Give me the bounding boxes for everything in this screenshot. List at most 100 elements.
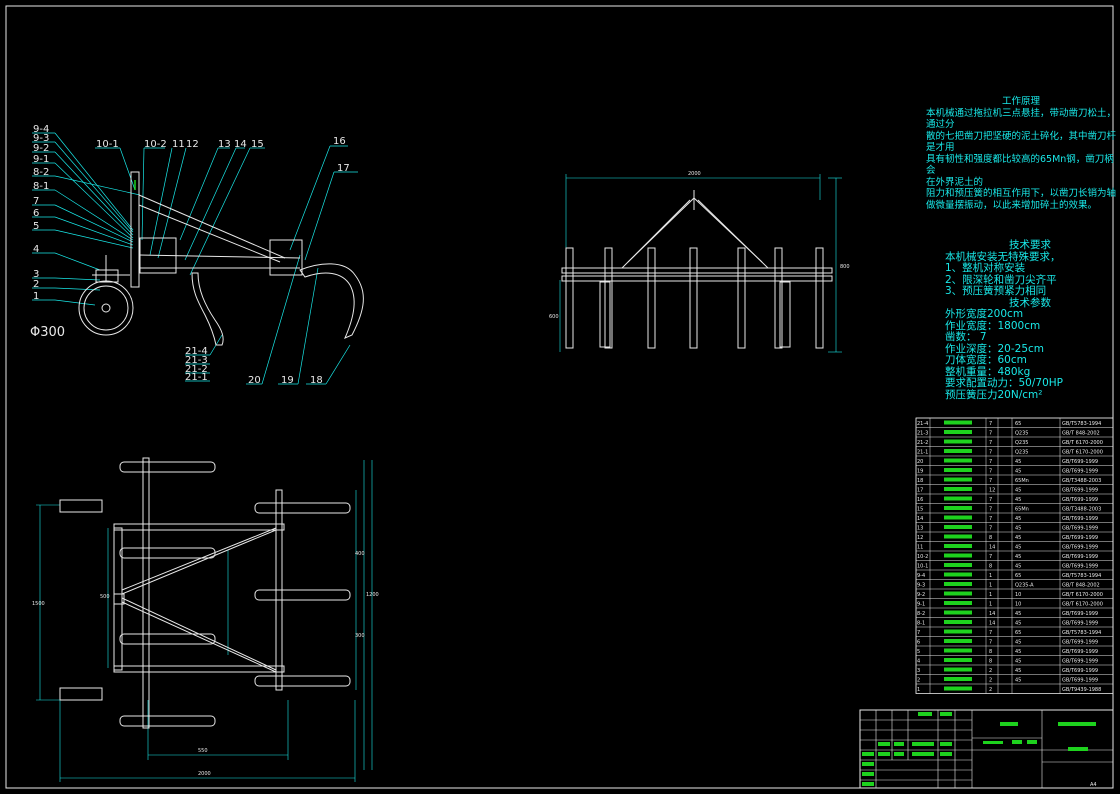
bom-cell: 45 bbox=[1015, 649, 1021, 655]
bom-cell: GB/T699-1999 bbox=[1062, 649, 1098, 655]
bom-cell: 10-2 bbox=[917, 554, 928, 560]
bom-cell: 7 bbox=[989, 630, 992, 636]
tech-param-item: 刀体宽度：60cm bbox=[945, 354, 1027, 366]
bom-cell: 8 bbox=[989, 564, 992, 570]
bom-cell: 4 bbox=[917, 659, 920, 665]
bom-cell: 2 bbox=[989, 678, 992, 684]
bom-cell: 45 bbox=[1015, 488, 1021, 494]
bom-cell: 21-2 bbox=[917, 440, 928, 446]
bom-cell: GB/T 6170-2000 bbox=[1062, 440, 1103, 446]
part-label: 14 bbox=[234, 139, 247, 150]
part-label: 20 bbox=[248, 375, 261, 386]
bom-cell: 14 bbox=[989, 611, 995, 617]
dimension-label: 1200 bbox=[366, 592, 379, 598]
bom-cell: 21-1 bbox=[917, 450, 928, 456]
bom-cell: GB/T699-1999 bbox=[1062, 469, 1098, 475]
bom-cell: 14 bbox=[917, 516, 923, 522]
bom-cell: 16 bbox=[917, 497, 923, 503]
bom-cell: 1 bbox=[917, 687, 920, 693]
bom-cell: GB/T699-1999 bbox=[1062, 526, 1098, 532]
bom-cell: Q235 bbox=[1015, 431, 1028, 437]
bom-cell: GB/T699-1999 bbox=[1062, 545, 1098, 551]
bom-cell: 45 bbox=[1015, 668, 1021, 674]
part-label: 7 bbox=[33, 196, 39, 207]
top-view: 550 2000 1500 500 400 300 1200 bbox=[32, 457, 379, 782]
bom-cell: 7 bbox=[989, 469, 992, 475]
bom-cell: 65 bbox=[1015, 421, 1021, 427]
tech-params-title: 技术参数 bbox=[1009, 296, 1051, 309]
bom-cell: 10 bbox=[1015, 592, 1021, 598]
bom-cell: 3 bbox=[917, 668, 920, 674]
part-label: 1 bbox=[33, 291, 39, 302]
part-label: 12 bbox=[186, 139, 199, 150]
bom-cell: 7 bbox=[989, 459, 992, 465]
bom-cell: 7 bbox=[989, 554, 992, 560]
work-principle-line: 在外界泥土的 bbox=[926, 176, 984, 188]
dimension-label: 1500 bbox=[32, 601, 45, 607]
bom-cell: 10-1 bbox=[917, 564, 928, 570]
sheet-border bbox=[5, 5, 1114, 789]
bom-cell: GB/T699-1999 bbox=[1062, 488, 1098, 494]
bom-cell: 17 bbox=[917, 488, 923, 494]
tech-param-item: 作业深度：20-25cm bbox=[945, 342, 1045, 355]
bom-cell: 7 bbox=[989, 440, 992, 446]
bom-cell: 8-1 bbox=[917, 621, 925, 627]
part-label: 8-2 bbox=[33, 167, 49, 178]
side-view-labels: 9-4 9-3 9-2 9-1 8-2 8-1 7 6 5 4 3 2 1 10… bbox=[30, 124, 350, 386]
tech-requirement-item: 1、整机对称安装 bbox=[945, 262, 1026, 274]
bom-cell: GB/T699-1999 bbox=[1062, 621, 1098, 627]
bom-cell: GB/T699-1999 bbox=[1062, 564, 1098, 570]
bom-cell: 45 bbox=[1015, 554, 1021, 560]
part-label: 9-1 bbox=[33, 154, 49, 165]
bom-cell: 12 bbox=[917, 535, 923, 541]
tech-requirement-item: 3、预压簧预紧力相同 bbox=[945, 285, 1047, 297]
part-label: 3 bbox=[33, 269, 39, 280]
bom-cell: GB/T9439-1988 bbox=[1062, 687, 1101, 693]
bom-cell: 7 bbox=[989, 421, 992, 427]
bom-cell: GB/T 6170-2000 bbox=[1062, 602, 1103, 608]
tech-requirements-intro: 本机械安装无特殊要求， bbox=[945, 250, 1061, 263]
dimension-label: 500 bbox=[100, 594, 110, 600]
part-label: 5 bbox=[33, 221, 39, 232]
title-block: A4 bbox=[859, 709, 1114, 789]
bom-cell: 13 bbox=[917, 526, 923, 532]
bom-cell: 14 bbox=[989, 621, 995, 627]
tech-param-item: 预压簧压力20N/cm² bbox=[945, 388, 1043, 401]
work-principle-line: 阻力和预压簧的相互作用下，以凿刀长销为轴做微量摆振动，以此来增加碎土的效果。 bbox=[926, 188, 1117, 211]
bom-cell: GB/T3488-2003 bbox=[1062, 507, 1101, 513]
bom-cell: GB/T5783-1994 bbox=[1062, 573, 1101, 579]
bom-cell: 8 bbox=[989, 535, 992, 541]
bom-cell: GB/T699-1999 bbox=[1062, 611, 1098, 617]
bom-cell: 9-1 bbox=[917, 602, 925, 608]
work-principle-title: 工作原理 bbox=[1001, 96, 1040, 107]
work-principle-line: 散的七把凿刀把坚硬的泥土碎化，其中凿刀杆是才用 bbox=[926, 130, 1117, 154]
bom-cell: GB/T 848-2002 bbox=[1062, 431, 1100, 437]
bom-cell: Q235-A bbox=[1015, 583, 1034, 589]
part-label: 19 bbox=[281, 375, 294, 386]
tech-param-item: 作业宽度：1800cm bbox=[945, 319, 1041, 332]
bom-cell: GB/T699-1999 bbox=[1062, 497, 1098, 503]
bom-cell: GB/T699-1999 bbox=[1062, 554, 1098, 560]
bom-cell: 65 bbox=[1015, 630, 1021, 636]
part-label: 2 bbox=[33, 279, 39, 290]
part-label: 9-4 bbox=[33, 124, 49, 135]
bom-cell: GB/T5783-1994 bbox=[1062, 421, 1101, 427]
bom-cell: Q235 bbox=[1015, 450, 1028, 456]
bom-cell: Q235 bbox=[1015, 440, 1028, 446]
part-label: 8-1 bbox=[33, 181, 49, 192]
bom-cell: 12 bbox=[989, 488, 995, 494]
bom-cell: 1 bbox=[989, 602, 992, 608]
part-label: 9-3 bbox=[33, 133, 49, 144]
work-principle-line: 本机械通过拖拉机三点悬挂，带动凿刀松土，通过分 bbox=[926, 107, 1117, 131]
bom-cell: 19 bbox=[917, 469, 923, 475]
tech-requirements-title: 技术要求 bbox=[1009, 239, 1051, 251]
part-label: 18 bbox=[310, 375, 323, 386]
bom-cell: 7 bbox=[989, 450, 992, 456]
bom-cell: 45 bbox=[1015, 526, 1021, 532]
bom-cell: 11 bbox=[917, 545, 923, 551]
tech-param-item: 凿数： 7 bbox=[945, 331, 987, 343]
bom-cell: 8 bbox=[989, 649, 992, 655]
bom-cell: GB/T699-1999 bbox=[1062, 535, 1098, 541]
